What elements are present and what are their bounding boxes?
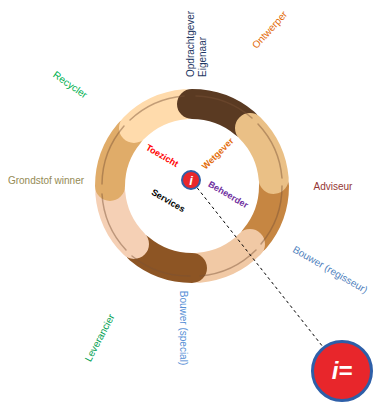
info-circle: i= [311,340,373,402]
role-label: Wetgever [200,136,236,172]
role-label: Ontwerper [250,9,290,52]
finger-line [102,194,126,250]
role-label: Opdrachtgever Eigenaar [185,3,209,77]
role-label: Grondstof winner [8,175,84,187]
role-label: Beheerder [206,179,250,211]
finger-line [258,124,282,178]
info-symbol: i= [332,359,353,383]
info-circle: i [181,170,201,190]
finger-line [102,126,124,184]
finger-line [200,250,256,276]
role-label: Adviseur [314,181,353,193]
hand [134,104,185,128]
info-symbol: i [189,174,193,187]
hand [139,249,192,268]
role-label: Bouwer (regisseur) [290,244,369,297]
finger-line [132,256,190,276]
finger-line [261,186,282,244]
finger-line [196,96,252,118]
hand [110,193,134,244]
finger-line [130,96,184,120]
hand [250,128,274,179]
hand [199,244,250,268]
role-label: Toezicht [144,142,180,169]
role-label: Bouwer (special) [177,291,189,365]
dashed-connector [197,188,323,347]
role-label: Leverancier [82,312,117,364]
role-label: Recycler [51,69,90,101]
role-label: Services [149,187,186,215]
